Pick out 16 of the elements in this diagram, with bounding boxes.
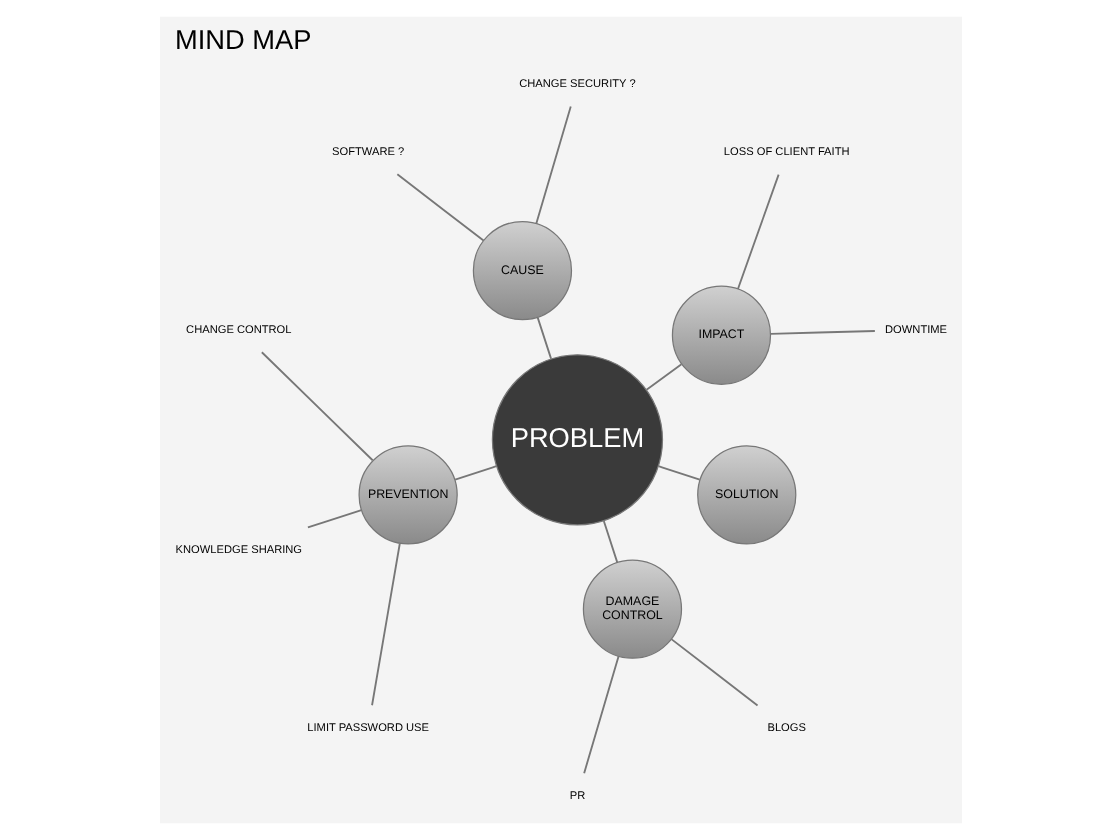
diagram-title: MIND MAP (173, 24, 311, 55)
connector (736, 173, 779, 290)
connector (535, 316, 551, 360)
connector (644, 363, 682, 391)
node-circle: PROBLEM (490, 354, 663, 526)
connector (656, 465, 700, 481)
connector (395, 173, 484, 242)
connector (259, 351, 373, 462)
connector (768, 330, 875, 335)
connector (582, 655, 619, 775)
connector (306, 509, 362, 529)
connector (601, 520, 618, 564)
connector (453, 465, 497, 481)
connector (669, 638, 758, 707)
connector (534, 105, 571, 225)
connector (370, 542, 400, 707)
